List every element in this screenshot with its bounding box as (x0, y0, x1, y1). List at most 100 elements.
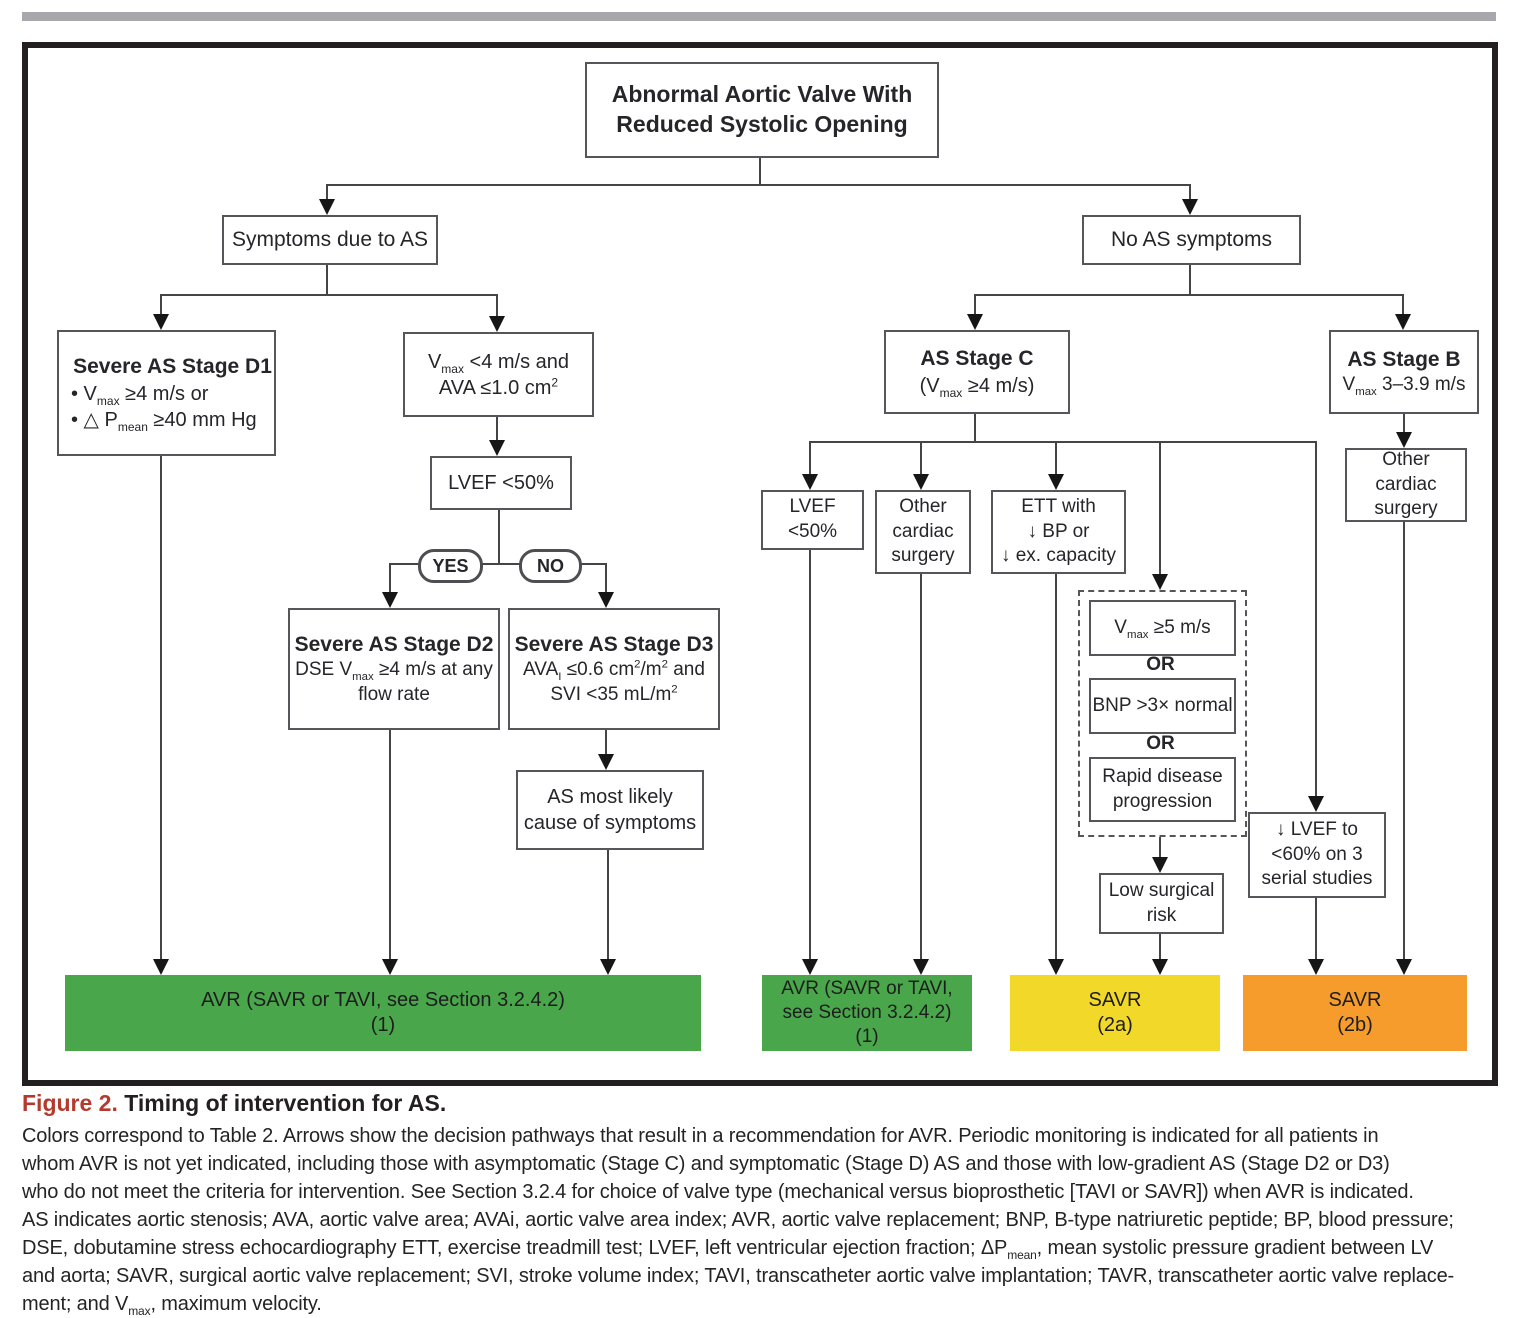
result-savr-2a: SAVR (2a) (1010, 975, 1220, 1051)
node-no-as-symptoms: No AS symptoms (1082, 215, 1301, 265)
caption-line: who do not meet the criteria for interve… (22, 1181, 1414, 1203)
node-lvef-lt50-asymptomatic: LVEF <50% (761, 490, 864, 550)
node-line: Vmax <4 m/s and (427, 350, 570, 376)
node-line: Symptoms due to AS (231, 228, 429, 252)
arrowhead (1396, 432, 1412, 448)
result-line: AVR (SAVR or TAVI, (781, 978, 953, 1000)
node-line: Other (1382, 448, 1430, 470)
node-bnp-gt3x-normal: BNP >3× normal (1089, 678, 1236, 734)
node-line: AS Stage B (1347, 348, 1461, 371)
node-line: cause of symptoms (523, 812, 697, 834)
node-line: Reduced Systolic Opening (616, 111, 908, 137)
arrowhead (598, 754, 614, 770)
flow-line (389, 563, 391, 594)
arrowhead (1048, 959, 1064, 975)
arrowhead (802, 474, 818, 490)
node-lvef-lt50-symptomatic: LVEF <50% (430, 456, 572, 510)
arrowhead (1395, 314, 1411, 330)
caption-title-row: Figure 2. Timing of intervention for AS. (22, 1090, 1524, 1117)
flow-line (1189, 184, 1191, 202)
arrowhead (153, 314, 169, 330)
flow-line (160, 294, 162, 316)
result-line: AVR (SAVR or TAVI, see Section 3.2.4.2) (201, 989, 565, 1011)
arrowhead (489, 316, 505, 332)
flow-line (920, 570, 922, 961)
node-line: (Vmax ≥4 m/s) (919, 374, 1035, 400)
flow-line (1055, 570, 1057, 961)
result-avr-class1-narrow: AVR (SAVR or TAVI, see Section 3.2.4.2) … (762, 975, 972, 1051)
caption-line: and aorta; SAVR, surgical aortic valve r… (22, 1265, 1455, 1287)
flow-line (1189, 261, 1191, 295)
node-line: Severe AS Stage D3 (514, 632, 714, 656)
pill-yes: YES (418, 549, 483, 583)
node-lvef-decline-lt60: ↓ LVEF to <60% on 3 serial studies (1248, 812, 1386, 898)
node-line: AS Stage C (920, 347, 1034, 371)
flow-line (326, 261, 328, 295)
result-line: (1) (855, 1025, 879, 1047)
arrowhead (913, 959, 929, 975)
arrowhead (1152, 857, 1168, 873)
node-line: AVAI ≤0.6 cm2/m2 and (523, 658, 705, 683)
caption-figure-title: Timing of intervention for AS. (124, 1090, 447, 1116)
node-ett-abnormal: ETT with ↓ BP or ↓ ex. capacity (991, 490, 1126, 574)
flow-line (498, 506, 500, 565)
node-severe-as-stage-d1: Severe AS Stage D1 • Vmax ≥4 m/s or • △ … (57, 330, 276, 456)
flow-line (389, 563, 606, 565)
flow-line (974, 294, 976, 316)
node-line: ↓ BP or (1027, 520, 1090, 542)
node-line: Abnormal Aortic Valve With (611, 81, 913, 108)
node-line: serial studies (1261, 868, 1373, 890)
flow-line (759, 154, 761, 185)
node-severe-as-stage-d2: Severe AS Stage D2 DSE Vmax ≥4 m/s at an… (288, 608, 500, 730)
result-line: SAVR (1328, 989, 1382, 1011)
flowchart-panel (22, 42, 1498, 1086)
node-other-cardiac-surgery-stage-b: Other cardiac surgery (1345, 448, 1467, 522)
result-line: SAVR (1088, 989, 1142, 1011)
pill-label: YES (432, 555, 469, 576)
node-line: progression (1112, 790, 1213, 812)
result-line: (2a) (1097, 1014, 1133, 1036)
node-line: No AS symptoms (1110, 228, 1273, 252)
flow-line (1403, 517, 1405, 961)
node-line: <50% (787, 521, 838, 542)
flow-line (1315, 894, 1317, 961)
flow-line (1402, 294, 1404, 316)
node-line: cardiac (1375, 473, 1437, 495)
node-vmax-ge5: Vmax ≥5 m/s (1089, 600, 1236, 656)
node-line: LVEF <50% (448, 472, 554, 494)
arrowhead (1048, 474, 1064, 490)
node-line: Severe AS Stage D2 (294, 632, 494, 656)
node-as-stage-c: AS Stage C (Vmax ≥4 m/s) (884, 330, 1070, 414)
caption-figure-label: Figure 2. (22, 1090, 118, 1116)
top-divider-bar (22, 12, 1496, 21)
flow-line (974, 410, 976, 443)
pill-no: NO (519, 549, 582, 583)
arrowhead (1308, 796, 1324, 812)
flow-line (809, 441, 811, 476)
node-rapid-disease-progression: Rapid disease progression (1089, 757, 1236, 822)
node-line: • △ Pmean ≥40 mm Hg (71, 408, 257, 434)
or-text: OR (1146, 732, 1175, 754)
flow-line (160, 452, 162, 961)
flow-line (160, 294, 498, 296)
flow-line (1159, 833, 1161, 859)
flow-line (389, 726, 391, 961)
flow-line (496, 413, 498, 442)
node-as-stage-b: AS Stage B Vmax 3–3.9 m/s (1329, 330, 1479, 414)
node-line: Severe AS Stage D1 (73, 355, 272, 379)
arrowhead (153, 959, 169, 975)
arrowhead (1396, 959, 1412, 975)
flow-line (974, 294, 1404, 296)
caption-line: whom AVR is not yet indicated, including… (22, 1153, 1390, 1175)
arrowhead (967, 314, 983, 330)
flow-line (605, 726, 607, 756)
caption-line: Colors correspond to Table 2. Arrows sho… (22, 1125, 1379, 1147)
flow-line (326, 184, 1191, 186)
flow-line (809, 546, 811, 961)
pill-label: NO (537, 555, 564, 576)
arrowhead (382, 959, 398, 975)
node-line: <60% on 3 (1271, 843, 1363, 865)
flow-line (809, 441, 1317, 443)
node-line: Vmax ≥5 m/s (1114, 616, 1211, 641)
